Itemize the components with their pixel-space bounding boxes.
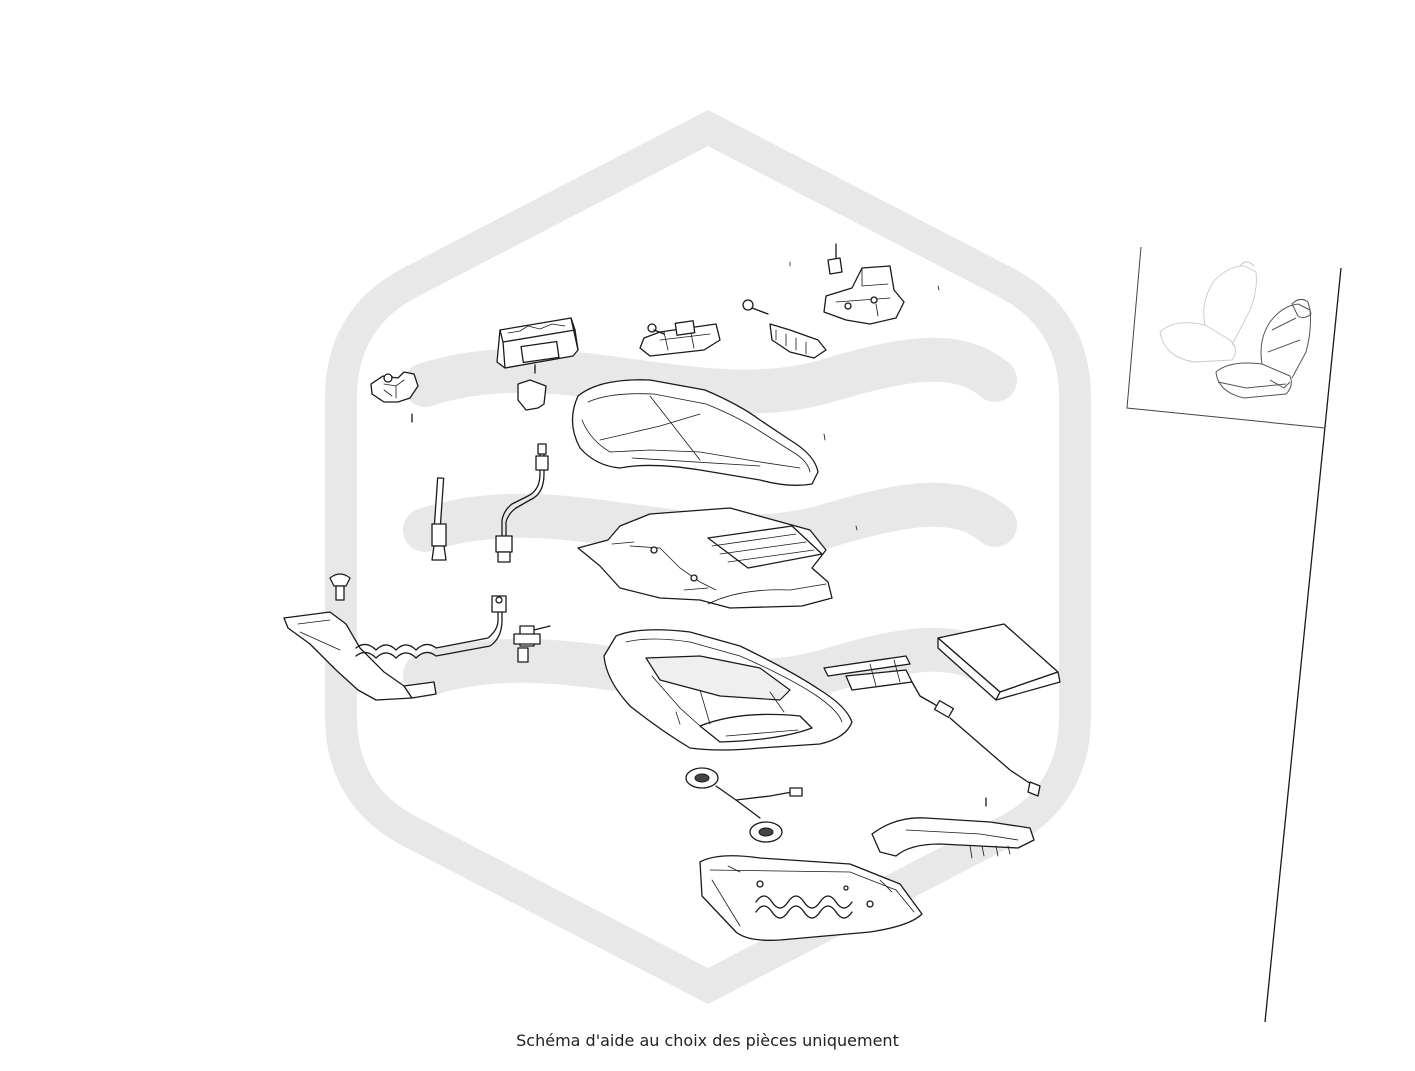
mounting-bracket-part[interactable] xyxy=(639,320,721,357)
screw-and-latch-part[interactable] xyxy=(742,261,827,359)
guide-rod-part[interactable] xyxy=(431,477,447,561)
control-module-part[interactable] xyxy=(496,317,579,411)
hinge-plate-part[interactable] xyxy=(823,243,940,325)
diagram-caption: Schéma d'aide au choix des pièces unique… xyxy=(516,1031,899,1050)
clip-part[interactable] xyxy=(370,371,419,423)
cable-connector-part[interactable] xyxy=(513,625,551,663)
car-seat-icon xyxy=(1159,261,1312,399)
occupancy-sensor-part[interactable] xyxy=(823,655,1041,797)
bolster-trim-part[interactable] xyxy=(871,797,1035,859)
push-pin-part[interactable] xyxy=(329,573,351,601)
seat-pan-frame-part[interactable] xyxy=(699,855,923,941)
seat-cover-part[interactable] xyxy=(571,379,826,486)
vibration-pad-part[interactable] xyxy=(685,767,803,843)
frame-border-line xyxy=(1264,267,1342,1023)
bowden-cable-part[interactable] xyxy=(495,443,549,563)
seat-cushion-part[interactable] xyxy=(603,629,853,751)
side-trim-cable-part[interactable] xyxy=(283,595,507,701)
heating-mat-part[interactable] xyxy=(577,507,858,609)
seat-thumbnail xyxy=(1126,246,1326,429)
foam-block-part[interactable] xyxy=(937,623,1061,701)
